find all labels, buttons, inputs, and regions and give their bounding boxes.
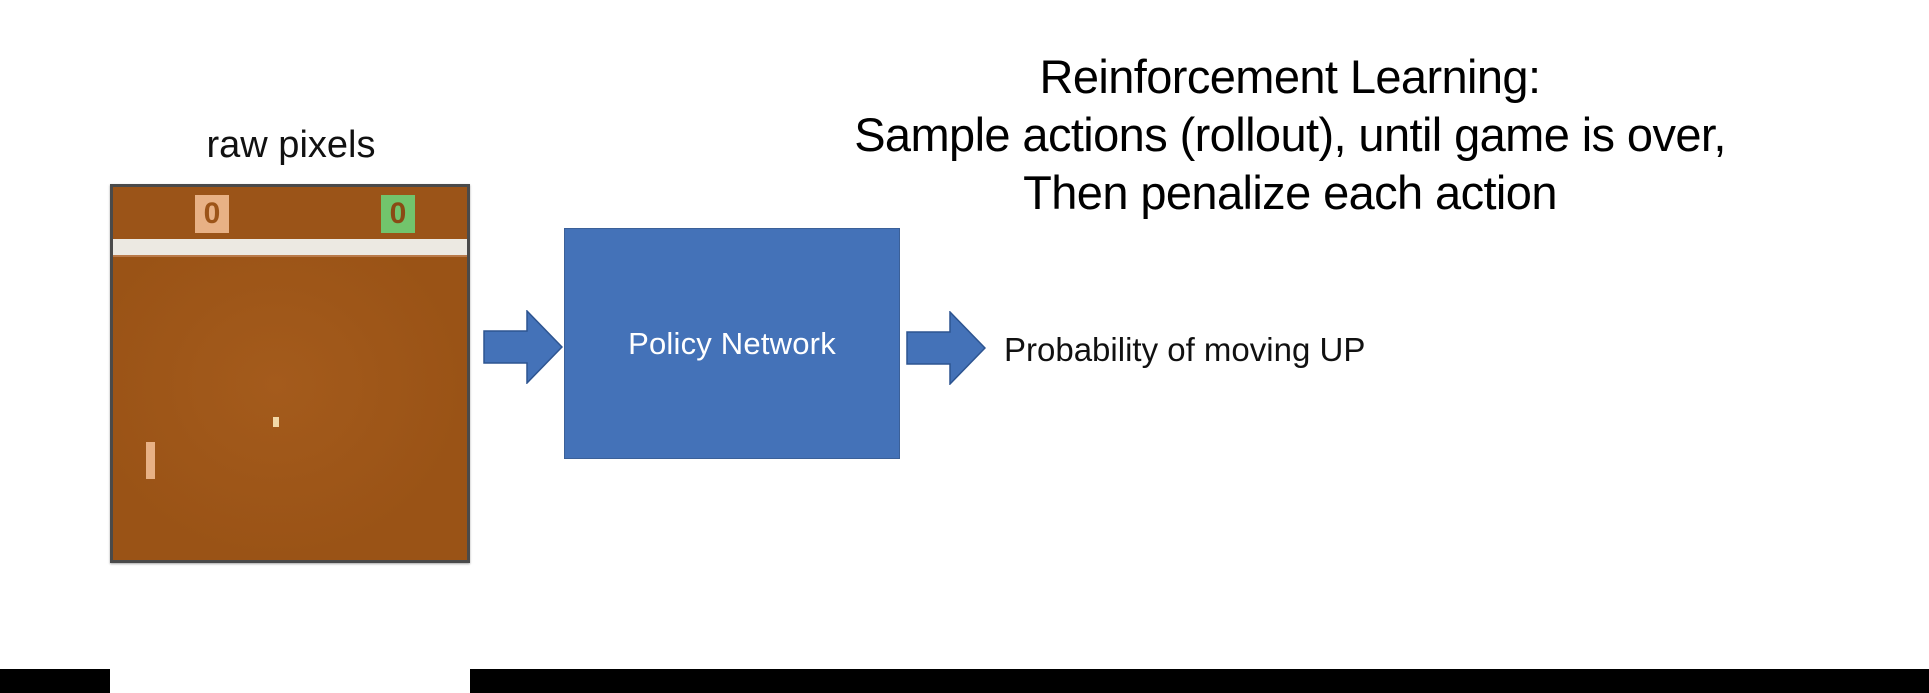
- pong-score-left: 0: [195, 195, 229, 233]
- output-arrow-icon: [906, 311, 986, 385]
- raw-pixels-caption: raw pixels: [206, 124, 376, 166]
- input-arrow-icon: [483, 310, 563, 384]
- pong-wall-divider: [113, 239, 467, 257]
- headline-line-2: Sample actions (rollout), until game is …: [854, 108, 1726, 161]
- policy-network-box[interactable]: Policy Network: [564, 228, 900, 459]
- pong-ball: [273, 417, 279, 427]
- headline-block: Reinforcement Learning: Sample actions (…: [700, 48, 1880, 222]
- headline-line-3: Then penalize each action: [1023, 166, 1557, 219]
- letterbox-bar-left: [0, 669, 110, 693]
- letterbox-bar-right: [470, 669, 1929, 693]
- pong-game-frame: 0 0: [110, 184, 470, 563]
- policy-network-label: Policy Network: [628, 325, 836, 361]
- pong-score-right: 0: [381, 195, 415, 233]
- output-label: Probability of moving UP: [1004, 331, 1366, 368]
- pong-paddle-opponent: [146, 442, 155, 479]
- headline-line-1: Reinforcement Learning:: [1039, 50, 1541, 103]
- pong-playfield: [113, 257, 467, 560]
